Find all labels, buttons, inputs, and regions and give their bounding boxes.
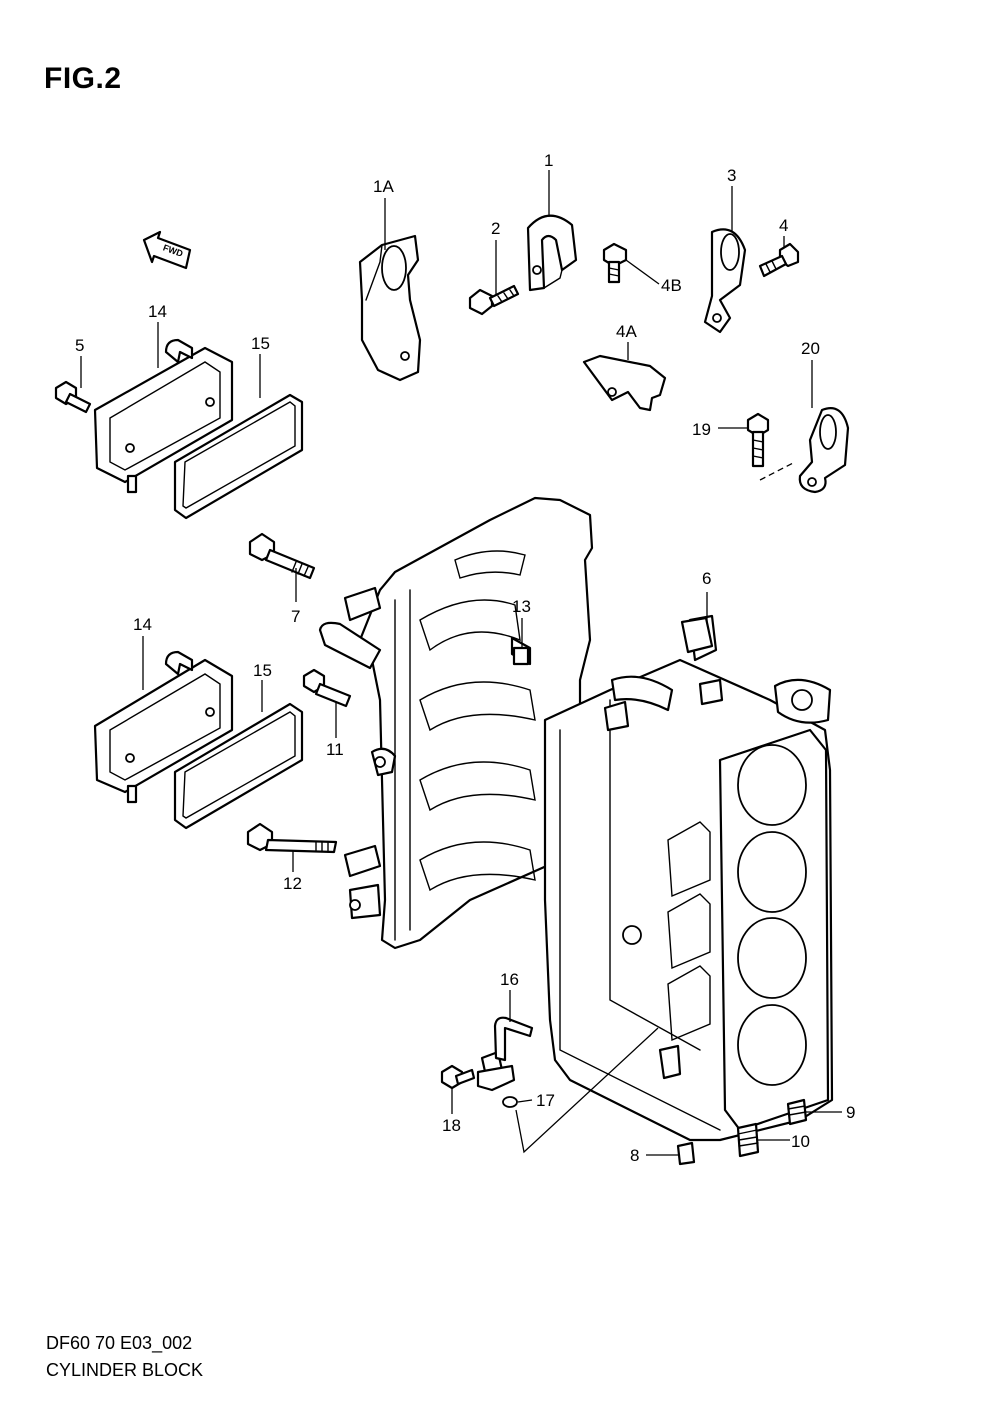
callout-15-upper: 15 (251, 334, 270, 353)
part-4-bolt (758, 242, 800, 278)
callout-9: 9 (846, 1103, 855, 1122)
part-1-u-clip (526, 214, 578, 292)
callout-19: 19 (692, 420, 711, 439)
part-2-bolt (468, 284, 520, 316)
callout-10: 10 (791, 1132, 810, 1151)
callout-labels: 1 1A 2 3 4 4B 4A 20 19 5 14 15 7 14 15 1… (75, 151, 855, 1165)
callout-14-lower: 14 (133, 615, 152, 634)
callout-4b: 4B (661, 276, 682, 295)
part-15-gasket-lower (173, 702, 304, 830)
callout-20: 20 (801, 339, 820, 358)
callout-1a: 1A (373, 177, 394, 196)
part-4a-plate (582, 354, 667, 412)
figure-title: FIG.2 (44, 62, 122, 95)
cylinder-block (543, 614, 834, 1142)
part-5-bolt (54, 380, 92, 414)
crankcase-half (318, 496, 594, 950)
part-19-bolt (746, 412, 770, 468)
forward-arrow-icon (142, 230, 192, 270)
part-14-cover-upper (93, 338, 234, 494)
part-7-bolt (248, 532, 316, 580)
leader-lines (80, 170, 842, 1156)
callout-2: 2 (491, 219, 500, 238)
part-9-plug (786, 1098, 808, 1126)
fwd-direction-badge: FWD (142, 230, 192, 270)
callout-1: 1 (544, 151, 553, 170)
callout-16: 16 (500, 970, 519, 989)
part-6-sensor (680, 616, 714, 654)
callout-4: 4 (779, 216, 788, 235)
part-18-bolt (440, 1064, 476, 1090)
callout-3: 3 (727, 166, 736, 185)
part-11-bolt (302, 668, 352, 708)
part-17-o-ring (502, 1096, 518, 1108)
callout-17: 17 (536, 1091, 555, 1110)
part-3-bracket (703, 228, 747, 334)
part-12-bolt (246, 822, 338, 854)
callout-11: 11 (326, 740, 344, 759)
callout-4a: 4A (616, 322, 637, 341)
callout-7: 7 (291, 607, 300, 626)
part-15-gasket-upper (173, 393, 304, 520)
part-4b-bolt (602, 242, 628, 284)
callout-8: 8 (630, 1146, 639, 1165)
figure-name: CYLINDER BLOCK (46, 1360, 204, 1380)
part-14-cover-lower (93, 650, 234, 804)
callout-5: 5 (75, 336, 84, 355)
callout-13: 13 (512, 597, 531, 616)
part-8-plug (676, 1141, 696, 1166)
callout-15-lower: 15 (253, 661, 272, 680)
callout-12: 12 (283, 874, 302, 893)
callout-14-upper: 14 (148, 302, 167, 321)
part-20-hook (798, 407, 850, 494)
callout-18: 18 (442, 1116, 461, 1135)
model-code: DF60 70 E03_002 (46, 1333, 193, 1353)
part-1a-bracket (358, 234, 422, 382)
part-10-plug (736, 1122, 760, 1158)
part-16-pipe (476, 1016, 534, 1092)
callout-6: 6 (702, 569, 711, 588)
part-13-dowel-pin (512, 646, 530, 666)
